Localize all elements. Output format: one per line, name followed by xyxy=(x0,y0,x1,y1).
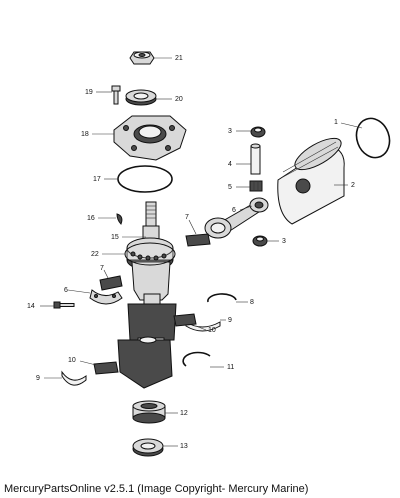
callout-7-upper: 7 xyxy=(185,214,189,221)
callout-12: 12 xyxy=(180,410,188,417)
part-5-needle-bearing[interactable] xyxy=(249,180,263,192)
callout-2: 2 xyxy=(351,182,355,189)
callout-11: 11 xyxy=(227,364,234,371)
callout-5: 5 xyxy=(228,184,232,191)
part-16-key[interactable] xyxy=(116,213,123,225)
callout-20: 20 xyxy=(175,96,183,103)
callout-19: 19 xyxy=(85,89,93,96)
image-copyright-footer: MercuryPartsOnline v2.5.1 (Image Copyrig… xyxy=(4,483,309,495)
part-6-rod-cap[interactable] xyxy=(89,289,123,305)
part-22-bearing[interactable] xyxy=(124,242,176,266)
callout-13: 13 xyxy=(180,443,188,450)
callout-7-lower: 7 xyxy=(100,265,104,272)
callout-6-upper: 6 xyxy=(232,207,236,214)
part-10-lower-bearing[interactable] xyxy=(93,361,119,375)
part-9-lower-race[interactable] xyxy=(61,370,87,386)
part-8-retaining-ring[interactable] xyxy=(207,293,237,303)
part-3-lower-retainer[interactable] xyxy=(252,235,268,247)
part-15-crankshaft[interactable] xyxy=(117,201,177,389)
leader-lines xyxy=(40,57,363,447)
part-6-connecting-rod[interactable] xyxy=(204,197,269,239)
part-3-upper-retainer[interactable] xyxy=(250,126,266,138)
callout-16: 16 xyxy=(87,215,95,222)
callout-14: 14 xyxy=(27,303,35,310)
callout-22: 22 xyxy=(91,251,99,258)
part-12-roller-bearing[interactable] xyxy=(132,400,166,424)
part-13-seal[interactable] xyxy=(132,438,164,457)
exploded-parts-diagram: 21 19 20 18 17 16 15 22 1 2 3 4 5 6 3 7 … xyxy=(27,51,395,457)
callout-21: 21 xyxy=(175,55,183,62)
part-10-upper-bearing[interactable] xyxy=(173,313,197,327)
callout-6-lower: 6 xyxy=(64,287,68,294)
callout-17: 17 xyxy=(93,176,101,183)
callout-3-lower: 3 xyxy=(282,238,286,245)
part-4-piston-pin[interactable] xyxy=(250,143,261,175)
callout-1: 1 xyxy=(334,119,338,126)
part-11-retaining-ring[interactable] xyxy=(182,351,211,367)
callout-3-upper: 3 xyxy=(228,128,232,135)
callout-labels: 21 19 20 18 17 16 15 22 1 2 3 4 5 6 3 7 … xyxy=(27,55,355,450)
callout-18: 18 xyxy=(81,131,89,138)
callout-4: 4 xyxy=(228,161,232,168)
part-7-upper-bearing-cage[interactable] xyxy=(185,233,211,247)
part-21-nut[interactable] xyxy=(129,51,155,65)
part-7-lower-bearing-cage[interactable] xyxy=(99,275,123,291)
callout-10-upper: 10 xyxy=(208,327,216,334)
callout-8: 8 xyxy=(250,299,254,306)
callout-10-lower: 10 xyxy=(68,357,76,364)
part-18-end-cap[interactable] xyxy=(113,115,187,161)
part-14-rod-screw[interactable] xyxy=(53,301,75,309)
part-20-seal[interactable] xyxy=(125,89,157,106)
callout-9-lower: 9 xyxy=(36,375,40,382)
part-1-piston-ring[interactable] xyxy=(351,114,395,163)
callout-9-upper: 9 xyxy=(228,317,232,324)
callout-15: 15 xyxy=(111,234,119,241)
part-2-piston[interactable] xyxy=(277,132,346,225)
part-19-screw[interactable] xyxy=(111,85,121,105)
part-17-o-ring[interactable] xyxy=(117,165,173,193)
